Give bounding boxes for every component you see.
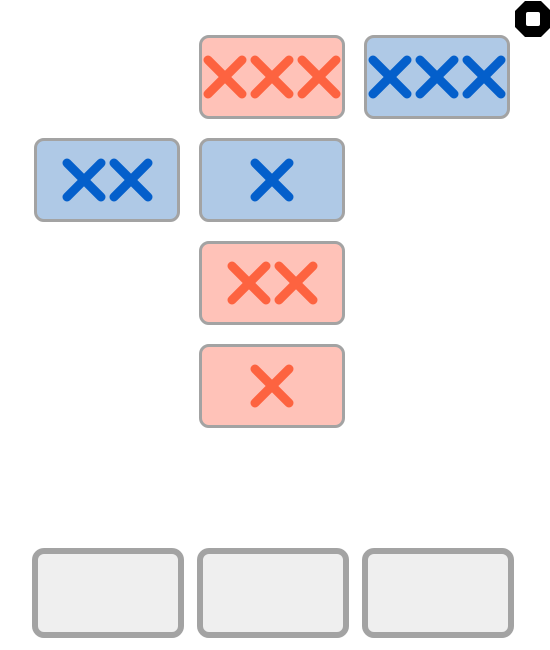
tile-red-1-mark[interactable] — [199, 344, 345, 428]
x-mark-icon — [249, 157, 295, 203]
answer-slot-2[interactable] — [197, 548, 349, 638]
stop-button[interactable] — [514, 0, 550, 38]
x-mark-icon — [202, 54, 248, 100]
x-mark-icon — [249, 54, 295, 100]
tile-red-3-marks[interactable] — [199, 35, 345, 119]
x-mark-icon — [296, 54, 342, 100]
stop-octagon-icon — [514, 0, 550, 38]
x-mark-icon — [249, 363, 295, 409]
x-mark-icon — [414, 54, 460, 100]
x-mark-icon — [461, 54, 507, 100]
x-mark-icon — [226, 260, 272, 306]
tile-blue-1-mark[interactable] — [199, 138, 345, 222]
tile-red-2-marks[interactable] — [199, 241, 345, 325]
x-mark-icon — [367, 54, 413, 100]
tile-blue-3-marks[interactable] — [364, 35, 510, 119]
x-mark-icon — [273, 260, 319, 306]
tile-blue-2-marks[interactable] — [34, 138, 180, 222]
answer-slot-3[interactable] — [362, 548, 514, 638]
answer-slot-1[interactable] — [32, 548, 184, 638]
x-mark-icon — [61, 157, 107, 203]
x-mark-icon — [108, 157, 154, 203]
